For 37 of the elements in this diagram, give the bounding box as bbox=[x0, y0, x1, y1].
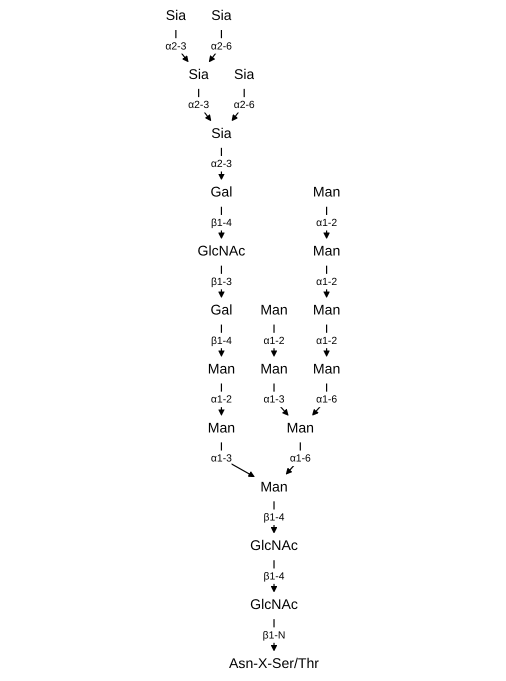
arrow bbox=[270, 501, 278, 534]
arrow bbox=[270, 619, 278, 652]
residue-label: Man bbox=[286, 420, 314, 436]
residue-label: Man bbox=[312, 362, 340, 378]
arrow bbox=[218, 383, 225, 416]
residue-label: Sia bbox=[188, 67, 209, 83]
arrow bbox=[218, 266, 225, 298]
arrow bbox=[323, 266, 330, 298]
residue-label: Man bbox=[260, 362, 288, 378]
residue-label: Man bbox=[312, 184, 340, 200]
residue-label: Gal bbox=[210, 184, 232, 200]
residue-label: Sia bbox=[211, 8, 232, 24]
residue-label: Sia bbox=[211, 126, 232, 142]
residue-label: Man bbox=[260, 302, 288, 318]
residue-label: GlcNAc bbox=[250, 538, 298, 554]
arrow bbox=[270, 324, 278, 357]
residue-label: Gal bbox=[210, 302, 232, 318]
residue-label: Asn-X-Ser/Thr bbox=[229, 656, 319, 672]
residue-label: GlcNAc bbox=[250, 597, 298, 613]
arrow bbox=[218, 206, 225, 239]
arrow bbox=[270, 560, 278, 592]
arrow bbox=[220, 442, 255, 478]
arrow bbox=[273, 383, 289, 416]
residue-label: Sia bbox=[234, 67, 254, 83]
residue-label: Man bbox=[312, 244, 340, 260]
arrow bbox=[323, 324, 330, 357]
arrow bbox=[218, 324, 225, 357]
arrow bbox=[312, 383, 328, 416]
residue-label: Man bbox=[208, 420, 236, 436]
residue-label: Man bbox=[312, 302, 340, 318]
residue-label: Man bbox=[260, 479, 288, 495]
arrow bbox=[323, 206, 330, 239]
arrow bbox=[286, 442, 301, 475]
residue-label: Man bbox=[208, 362, 236, 378]
residue-label: Sia bbox=[166, 8, 186, 24]
arrow bbox=[198, 88, 212, 122]
residue-label: GlcNAc bbox=[198, 244, 246, 260]
